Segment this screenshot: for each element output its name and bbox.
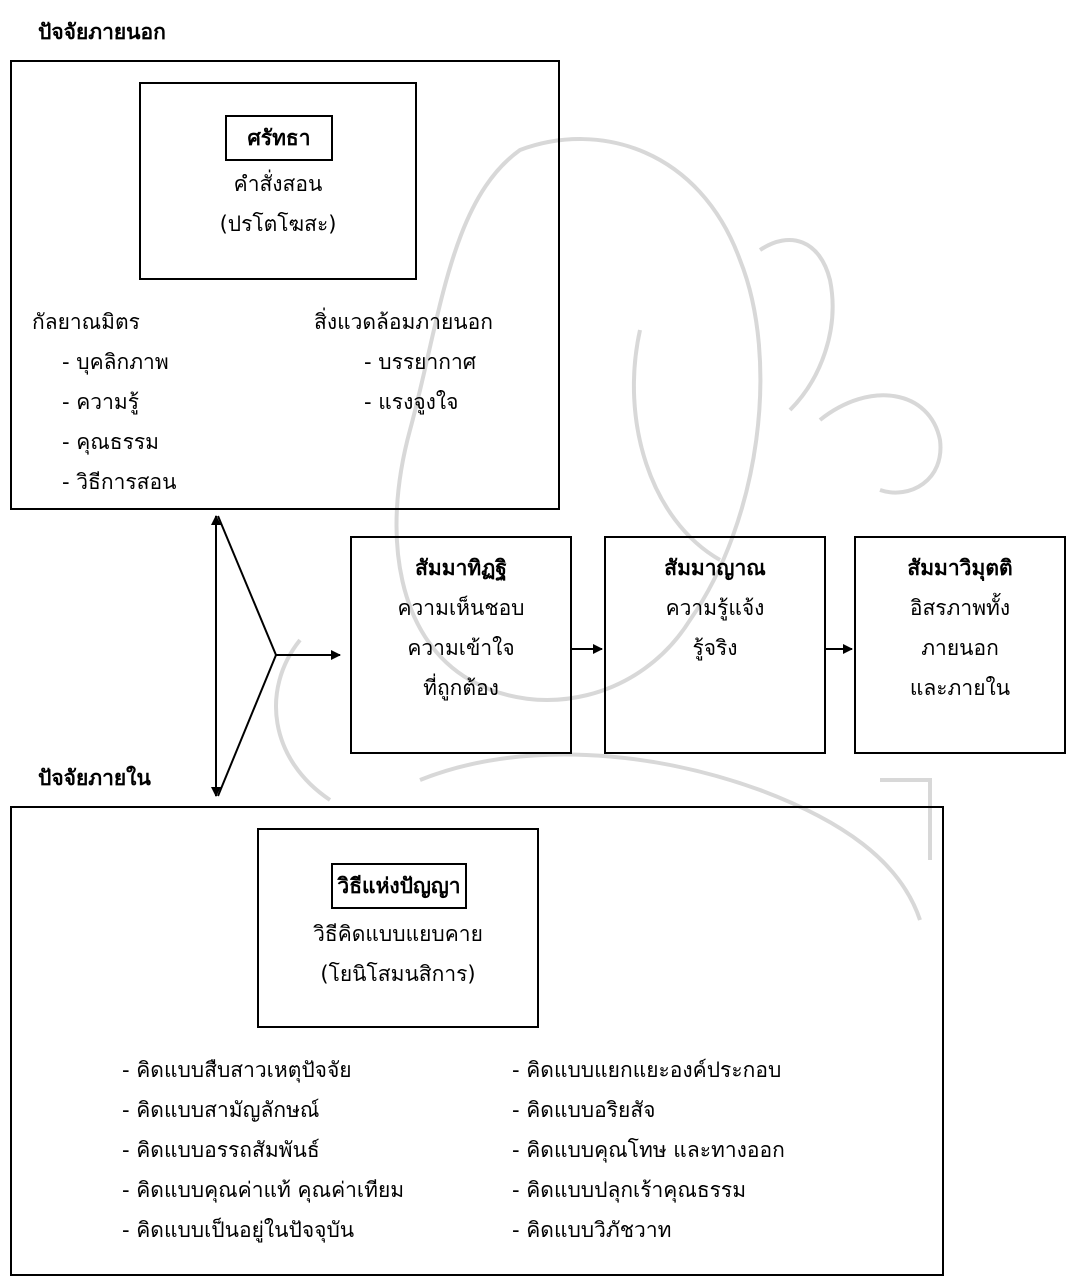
external-factors-box: ศรัทธา คำสั่งสอน (ปรโตโฆสะ) กัลยาณมิตร -… <box>10 60 560 510</box>
branch-from-internal <box>217 654 277 797</box>
wisdom-line-2: (โยนิโสมนสิการ) <box>320 962 476 986</box>
stage-line-sammavimutti-1: อิสรภาพทั้ง <box>909 596 1011 620</box>
stage-line-sammaditthi-2: ความเข้าใจ <box>407 636 515 660</box>
wisdom-title-box: วิธีแห่งปัญญา <box>331 863 467 909</box>
stage-title-sammaditthi: สัมมาทิฏฐิ <box>415 556 507 580</box>
faith-line-2: (ปรโตโฆสะ) <box>219 212 337 236</box>
thinking-right-item-5: - คิดแบบวิภัชวาท <box>512 1218 672 1242</box>
faith-box: ศรัทธา คำสั่งสอน (ปรโตโฆสะ) <box>139 82 417 280</box>
thinking-right-item-1: - คิดแบบแยกแยะองค์ประกอบ <box>512 1058 782 1082</box>
thinking-left-item-2: - คิดแบบสามัญลักษณ์ <box>122 1098 320 1122</box>
stage-line-sammavimutti-3: และภายใน <box>909 676 1011 700</box>
environment-label: สิ่งแวดล้อมภายนอก <box>314 310 493 334</box>
kalyanamitta-item-1: - บุคลิกภาพ <box>62 350 169 374</box>
kalyanamitta-item-3: - คุณธรรม <box>62 430 160 454</box>
thinking-right-item-4: - คิดแบบปลุกเร้าคุณธรรม <box>512 1178 747 1202</box>
stage-line-sammayana-1: ความรู้แจ้ง <box>665 596 765 620</box>
environment-item-1: - บรรยากาศ <box>364 350 477 374</box>
thinking-left-item-4: - คิดแบบคุณค่าแท้ คุณค่าเทียม <box>122 1178 405 1202</box>
stage-box-sammavimutti: สัมมาวิมุตติ อิสรภาพทั้ง ภายนอก และภายใน <box>854 536 1066 754</box>
internal-factors-box: วิธีแห่งปัญญา วิธีคิดแบบแยบคาย (โยนิโสมน… <box>10 806 944 1276</box>
stage-line-sammaditthi-3: ที่ถูกต้อง <box>423 676 499 700</box>
external-factors-heading: ปัจจัยภายนอก <box>38 20 166 44</box>
thinking-left-item-3: - คิดแบบอรรถสัมพันธ์ <box>122 1138 320 1162</box>
faith-line-1: คำสั่งสอน <box>233 172 323 196</box>
thinking-left-item-1: - คิดแบบสืบสาวเหตุปัจจัย <box>122 1058 352 1082</box>
branch-from-external <box>217 515 277 656</box>
stage-title-sammayana: สัมมาญาณ <box>664 556 766 580</box>
stage-title-sammavimutti: สัมมาวิมุตติ <box>907 556 1013 580</box>
kalyanamitta-label: กัลยาณมิตร <box>32 310 140 334</box>
stage-line-sammaditthi-1: ความเห็นชอบ <box>397 596 525 620</box>
environment-item-2: - แรงจูงใจ <box>364 390 459 414</box>
thinking-left-item-5: - คิดแบบเป็นอยู่ในปัจจุบัน <box>122 1218 355 1242</box>
internal-factors-heading: ปัจจัยภายใน <box>38 766 151 790</box>
kalyanamitta-item-2: - ความรู้ <box>62 390 140 414</box>
thinking-right-item-2: - คิดแบบอริยสัจ <box>512 1098 656 1122</box>
wisdom-line-1: วิธีคิดแบบแยบคาย <box>313 922 483 946</box>
stage-box-sammayana: สัมมาญาณ ความรู้แจ้ง รู้จริง <box>604 536 826 754</box>
wisdom-box: วิธีแห่งปัญญา วิธีคิดแบบแยบคาย (โยนิโสมน… <box>257 828 539 1028</box>
faith-title-box: ศรัทธา <box>225 115 333 161</box>
stage-box-sammaditthi: สัมมาทิฏฐิ ความเห็นชอบ ความเข้าใจ ที่ถูก… <box>350 536 572 754</box>
thinking-right-item-3: - คิดแบบคุณโทษ และทางออก <box>512 1138 785 1162</box>
faith-title: ศรัทธา <box>247 126 311 150</box>
kalyanamitta-item-4: - วิธีการสอน <box>62 470 177 494</box>
stage-line-sammavimutti-2: ภายนอก <box>921 636 999 660</box>
stage-line-sammayana-2: รู้จริง <box>692 636 738 660</box>
wisdom-title: วิธีแห่งปัญญา <box>337 874 461 898</box>
